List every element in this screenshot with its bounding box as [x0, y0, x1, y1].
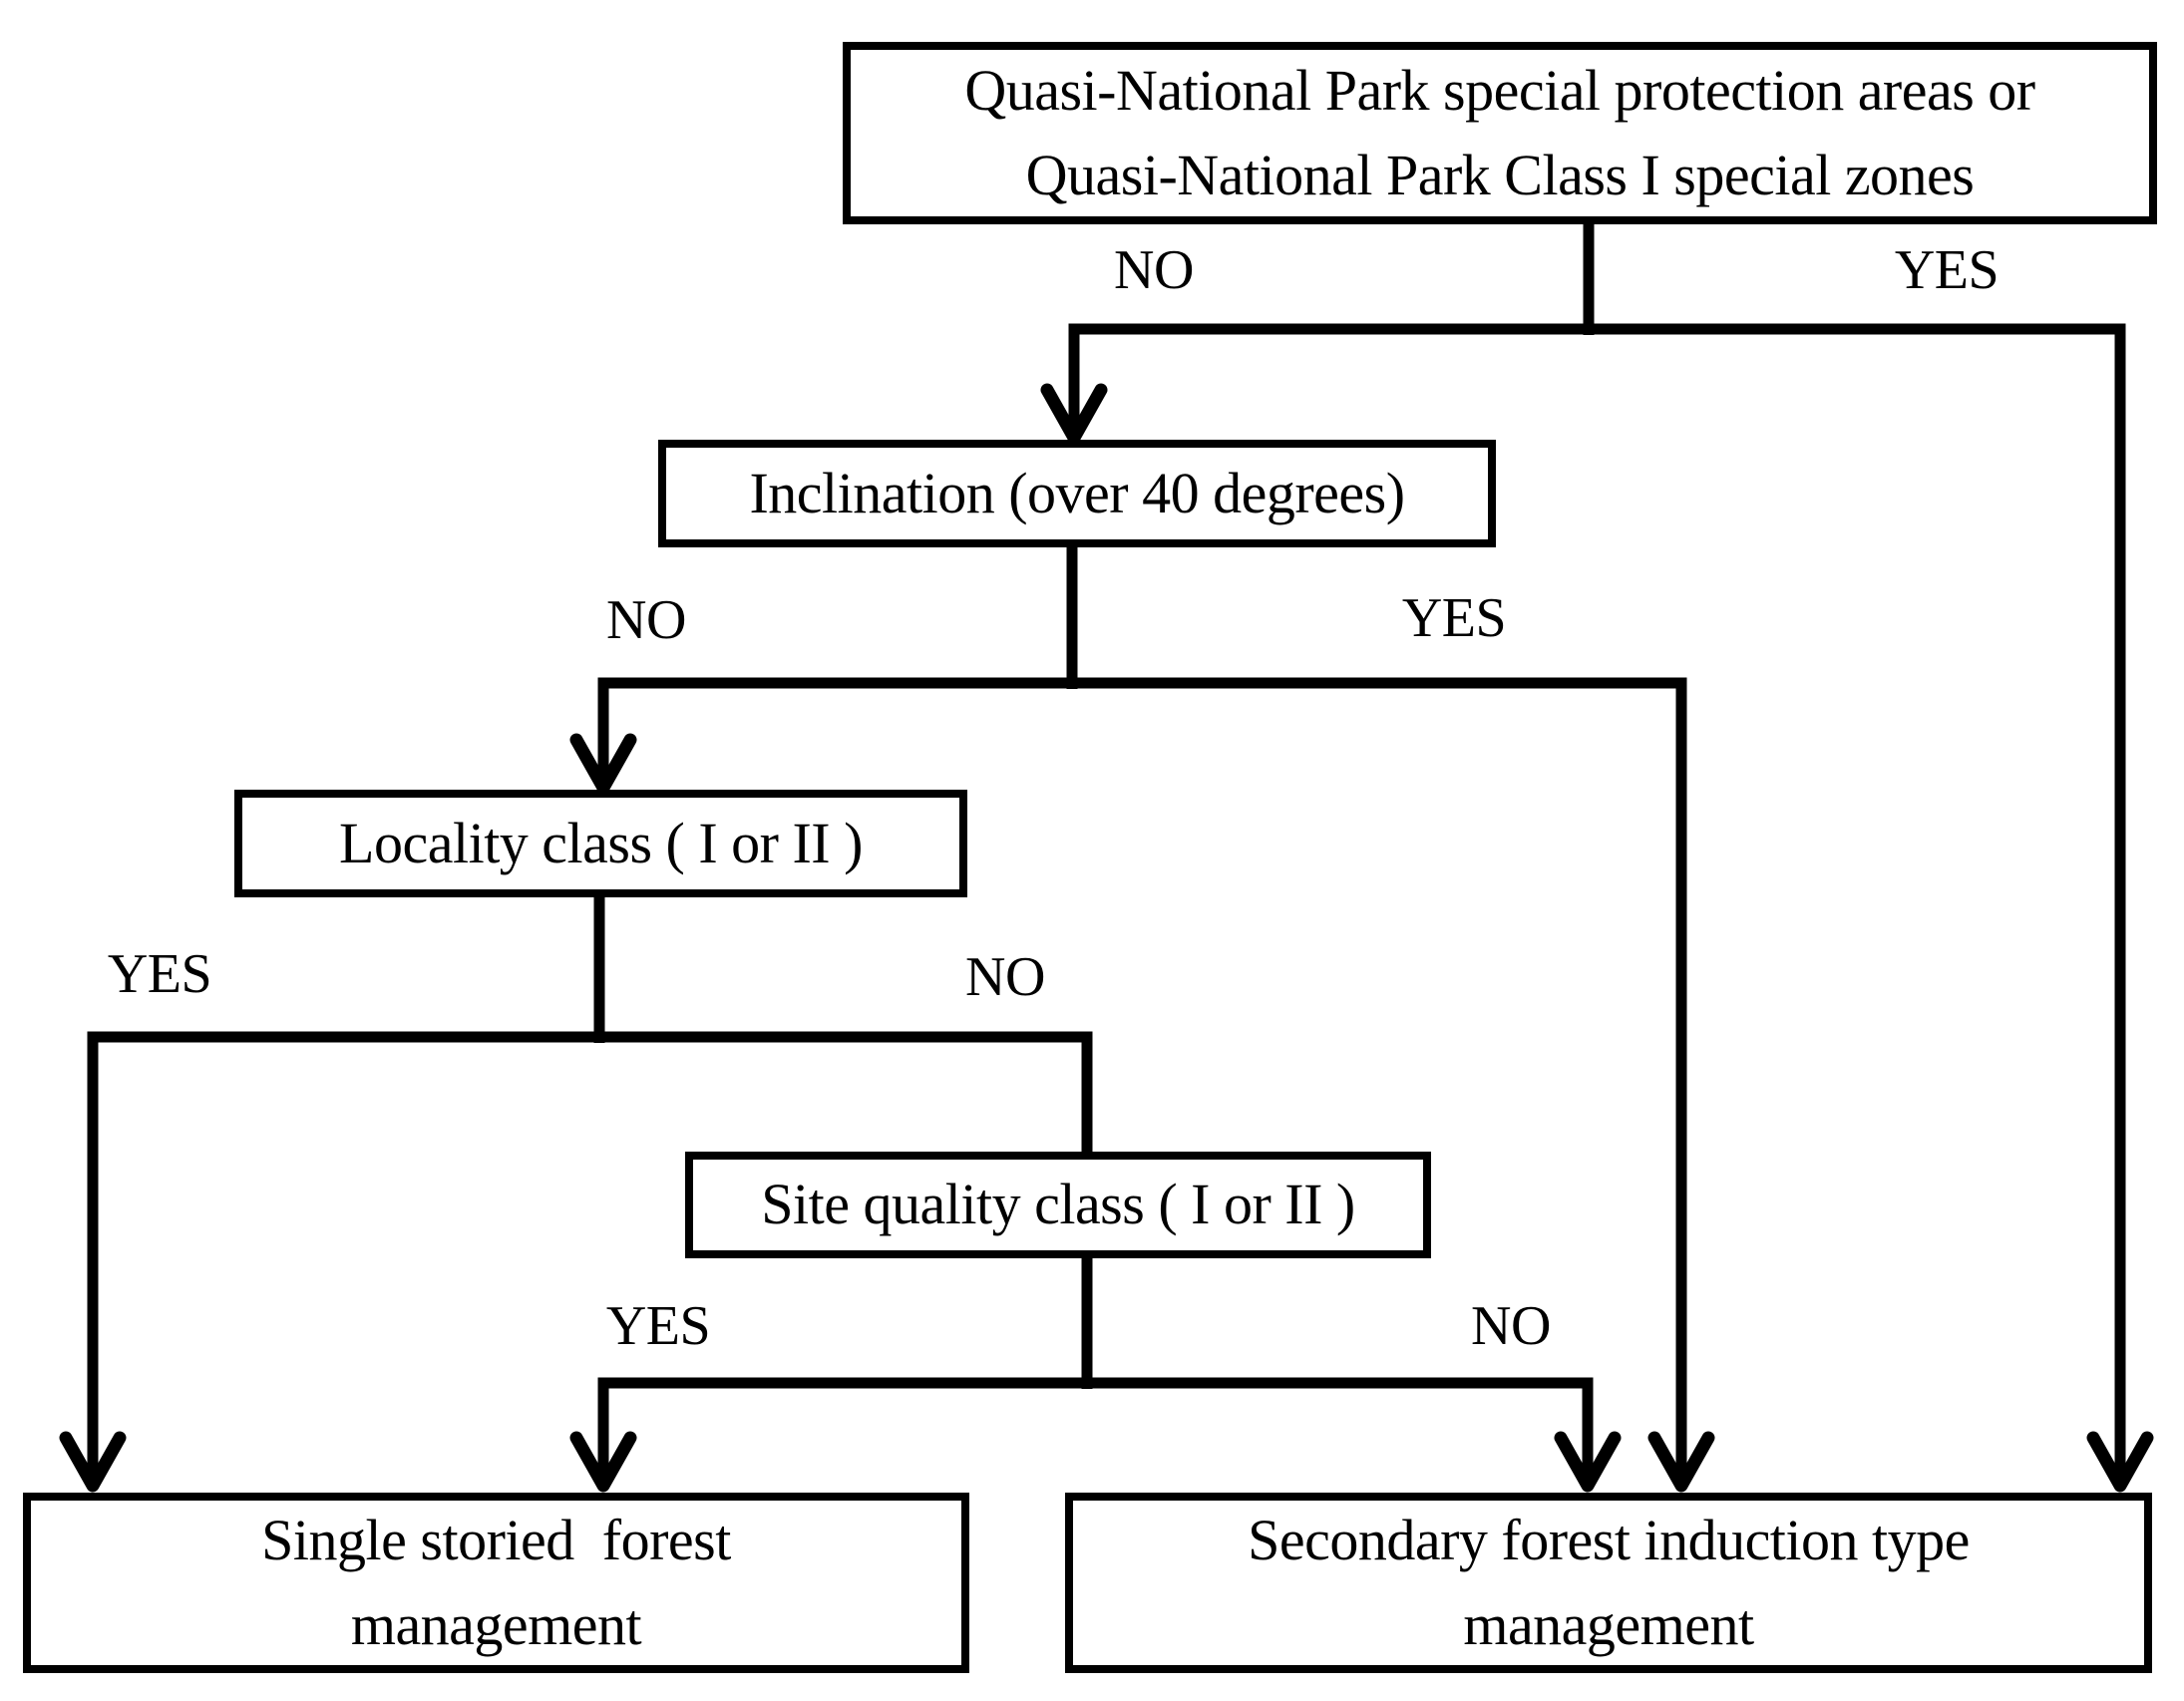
- arrow-down-icon: [59, 1431, 127, 1493]
- arrow-down-icon: [1040, 383, 1108, 445]
- node-inclination-label: Inclination (over 40 degrees): [749, 460, 1405, 525]
- node-secondary-forest-line2: management: [1463, 1591, 1754, 1657]
- node-site-quality-condition: Site quality class ( I or II ): [685, 1152, 1431, 1258]
- node-root-line2: Quasi-National Park Class I special zone…: [1025, 142, 1975, 207]
- branch-label-inclination-yes: YES: [1401, 587, 1507, 649]
- arrow-down-icon: [569, 1431, 637, 1493]
- node-site-quality-label: Site quality class ( I or II ): [761, 1172, 1355, 1237]
- node-root-condition: Quasi-National Park special protection a…: [843, 42, 2157, 224]
- node-secondary-forest-outcome: Secondary forest induction type manageme…: [1065, 1493, 2152, 1673]
- branch-label-inclination-no: NO: [606, 589, 686, 651]
- node-single-storied-outcome: Single storied forest management: [23, 1493, 969, 1673]
- node-locality-label: Locality class ( I or II ): [339, 810, 863, 875]
- branch-label-site-no: NO: [1471, 1295, 1551, 1357]
- connector-root-split: [1068, 323, 2126, 1482]
- node-secondary-forest-line1: Secondary forest induction type: [1248, 1508, 1970, 1573]
- arrow-down-icon: [2086, 1431, 2154, 1493]
- node-root-line1: Quasi-National Park special protection a…: [964, 58, 2035, 124]
- branch-label-locality-no: NO: [965, 946, 1045, 1008]
- node-inclination-condition: Inclination (over 40 degrees): [658, 440, 1496, 547]
- connector-inclination-split: [597, 677, 1687, 1482]
- node-single-storied-line1: Single storied forest: [261, 1508, 731, 1573]
- branch-label-root-yes: YES: [1894, 239, 2000, 301]
- arrow-down-icon: [1554, 1431, 1622, 1493]
- branch-label-site-yes: YES: [605, 1295, 711, 1357]
- branch-label-locality-yes: YES: [107, 943, 212, 1005]
- node-single-storied-line2: management: [350, 1591, 642, 1657]
- node-locality-condition: Locality class ( I or II ): [234, 790, 967, 897]
- connector-site-split: [597, 1377, 1594, 1482]
- arrow-down-icon: [1647, 1431, 1715, 1493]
- branch-label-root-no: NO: [1114, 239, 1194, 301]
- arrow-down-icon: [569, 733, 637, 795]
- connector-locality-split: [87, 1031, 1093, 1482]
